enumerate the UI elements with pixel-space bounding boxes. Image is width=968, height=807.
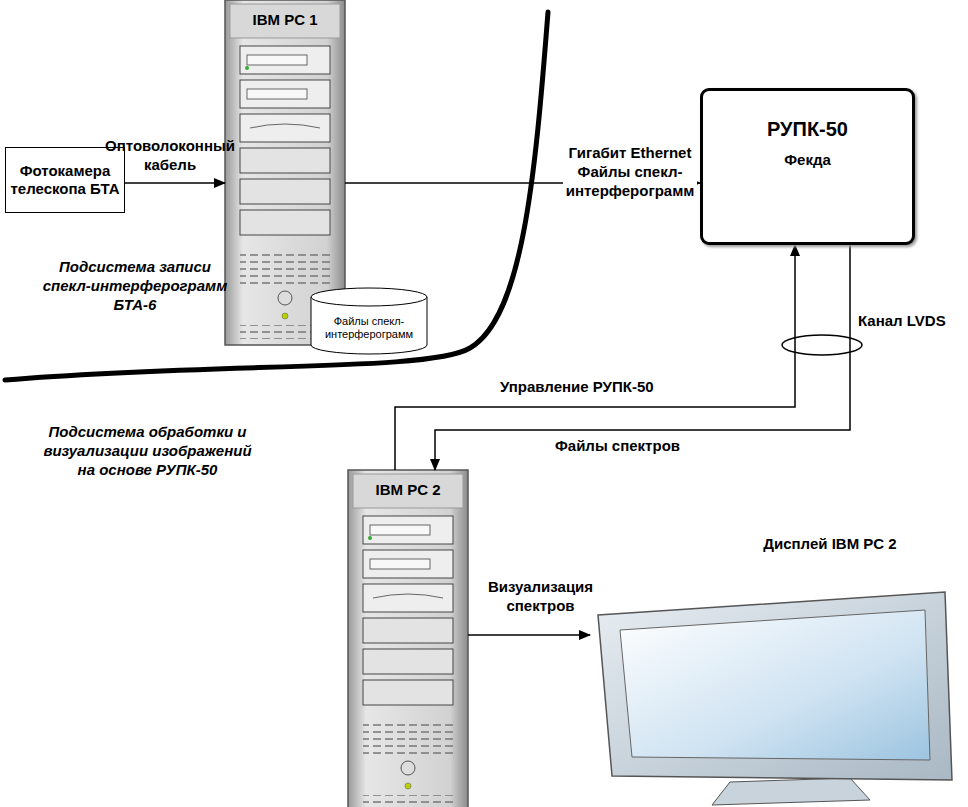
subsystem-caption: Подсистема записи спекл-интерферограмм Б… [35, 258, 235, 314]
connector-label: Визуализация спектров [478, 578, 603, 616]
node-title: Дисплей IBM PC 2 [745, 535, 915, 553]
channel-label: Канал LVDS [858, 312, 946, 331]
subsystem-caption: Подсистема обработки и визуализации изоб… [40, 423, 255, 479]
node-title: IBM PC 2 [375, 481, 440, 499]
connector-label: Файлы спектров [555, 437, 680, 456]
node-title: IBM PC 1 [252, 11, 317, 29]
connector-label: Оптоволоконный кабель [100, 137, 240, 175]
connector-label: Гигабит Ethernet Файлы спекл-интерферогр… [563, 143, 697, 201]
connector-arrow [468, 634, 590, 636]
display: Дисплей IBM PC 2 [590, 535, 960, 785]
connector-arrow [395, 245, 795, 470]
node-title: Фотокамера телескопа БТА [10, 162, 120, 198]
pc-tower: IBM PC 1Файлы спекл-интерферограмм [225, 0, 345, 345]
file-storage-cylinder: Файлы спекл-интерферограмм [310, 287, 428, 355]
pc-tower: IBM PC 2 [348, 470, 468, 807]
node-title: РУПК-50 [767, 117, 848, 141]
camera-box: Фотокамера телескопа БТА [5, 147, 125, 213]
node-title: Файлы спекл-интерферограмм [316, 315, 422, 341]
subsystem-divider [5, 12, 548, 380]
processor-box: РУПК-50Фекда [700, 88, 915, 245]
node-subtitle: Фекда [784, 151, 831, 169]
connector-arrow [125, 182, 225, 184]
pc-tower [348, 470, 468, 807]
monitor [598, 592, 952, 805]
connector-label: Управление РУПК-50 [500, 378, 654, 397]
connector-arrow [435, 245, 850, 470]
